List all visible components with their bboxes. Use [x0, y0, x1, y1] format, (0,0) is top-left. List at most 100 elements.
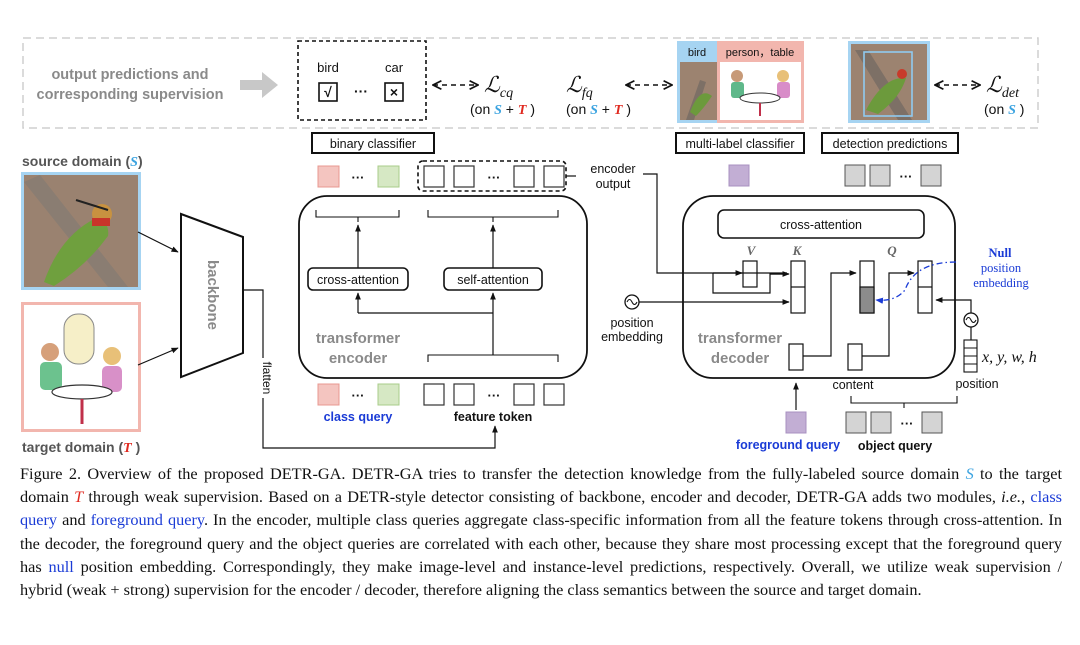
class-query-label: class query	[324, 410, 393, 424]
loss-cq: ℒcq	[484, 72, 513, 101]
foreground-content-vector	[788, 343, 804, 371]
null-embedding-label: embedding	[973, 276, 1029, 290]
Q-label: Q	[887, 243, 897, 258]
encoder-output-label-line1: encoder	[590, 162, 635, 176]
multilabel-classifier-label: multi-label classifier	[685, 137, 794, 151]
foreground-query-token	[785, 411, 807, 434]
transformer-encoder-block	[298, 195, 588, 379]
source-domain-image	[21, 172, 141, 290]
box-coordinates-vector	[963, 339, 978, 373]
encoder-self-attention	[443, 267, 543, 291]
null-label: Null	[989, 246, 1012, 260]
target-domain-label: target domain (T )	[22, 439, 140, 456]
caption-text: Figure 2. Overview of the proposed DETR-…	[20, 464, 966, 483]
svg-text:cross-attention: cross-attention	[317, 273, 399, 287]
detection-predictions-label: detection predictions	[833, 137, 948, 151]
feature-tokens: ···	[423, 383, 565, 406]
target-to-backbone-arrow	[137, 347, 179, 366]
class-car-label: car	[385, 60, 404, 75]
banner-title-line1: output predictions and	[51, 67, 208, 83]
class-output-token-green	[377, 165, 400, 188]
content-label: content	[832, 378, 874, 392]
binary-prediction-box: bird √ ··· car ×	[297, 40, 427, 121]
object-content-vector	[847, 343, 863, 371]
arrow-right-icon	[240, 72, 278, 98]
caption-link-class-query: class query	[20, 487, 1063, 530]
svg-text:···: ···	[900, 169, 913, 184]
object-output-tokens: ···	[844, 164, 942, 187]
checkbox-bird	[318, 82, 338, 102]
multilabel-prediction-images: bird person，table	[677, 41, 804, 123]
svg-text:···: ···	[352, 388, 365, 403]
architecture-figure: output predictions and corresponding sup…	[21, 37, 1039, 456]
backbone-block	[180, 212, 244, 379]
svg-text:self-attention: self-attention	[457, 273, 529, 287]
ellipsis: ···	[354, 83, 368, 99]
null-position-label: position	[981, 261, 1022, 275]
class-output-token-red	[317, 165, 340, 188]
decoder-cross-attention	[717, 209, 925, 239]
backbone-label: backbone	[204, 260, 221, 330]
caption-link-foreground-query: foreground query	[90, 510, 204, 530]
loss-det: ℒdet	[986, 72, 1020, 101]
foreground-output-token	[728, 164, 750, 187]
binary-classifier-label: binary classifier	[330, 137, 416, 151]
flatten-label: flatten	[260, 362, 274, 395]
svg-text:···: ···	[488, 388, 501, 403]
flatten-connector	[243, 289, 498, 449]
xywh-label: x, y, w, h	[981, 349, 1037, 366]
source-domain-label: source domain (S)	[22, 153, 143, 170]
detection-predictions-box	[821, 132, 959, 154]
multilabel-classifier-box	[675, 132, 805, 154]
figure-caption: Figure 2. Overview of the proposed DETR-…	[20, 464, 1063, 600]
encoder-output-label-line2: output	[596, 177, 631, 191]
decoder-title-line1: transformer	[698, 330, 782, 347]
encoder-to-V-connector	[643, 173, 743, 276]
null-embedding-arrow	[875, 261, 957, 304]
position-label: position	[955, 377, 998, 391]
position-embedding-label-line2: embedding	[601, 330, 663, 344]
loss-fq-domain: (on S + T )	[566, 101, 631, 118]
transformer-decoder-block	[682, 195, 956, 379]
target-domain-image	[21, 302, 141, 432]
caption-source-symbol: S	[965, 464, 974, 483]
loss-det-domain: (on S )	[984, 101, 1024, 118]
svg-text:···: ···	[488, 170, 501, 185]
banner-frame	[22, 37, 1039, 129]
checkbox-car	[384, 82, 404, 102]
K-label: K	[792, 243, 803, 258]
caption-link-null: null	[48, 556, 74, 576]
encoder-title-line1: transformer	[316, 330, 400, 347]
top-banner: output predictions and corresponding sup…	[22, 37, 1039, 129]
V-label: V	[747, 243, 757, 258]
foreground-query-label: foreground query	[736, 438, 840, 452]
svg-text:cross-attention: cross-attention	[780, 218, 862, 232]
source-to-backbone-arrow	[137, 231, 179, 253]
check-icon: √	[324, 84, 332, 100]
decoder-title-line2: decoder	[711, 350, 770, 367]
feature-token-label: feature token	[454, 410, 533, 424]
detection-prediction-image	[848, 41, 930, 123]
position-embedding-label-line1: position	[610, 316, 653, 330]
class-query-token-red	[317, 383, 340, 406]
encoder-title-line2: encoder	[329, 350, 388, 367]
object-query-label: object query	[858, 439, 932, 453]
V-vector	[742, 260, 758, 288]
encoder-cross-attention	[307, 267, 409, 291]
object-query-tokens: ···	[845, 411, 943, 434]
class-bird-label: bird	[317, 60, 339, 75]
loss-cq-domain: (on S + T )	[470, 101, 535, 118]
tag-person-table: person，table	[726, 47, 795, 59]
binary-classifier-box	[311, 132, 435, 154]
banner-title-line2: corresponding supervision	[37, 87, 224, 103]
class-query-token-green	[377, 383, 400, 406]
null-position-slot	[859, 286, 875, 314]
cross-icon: ×	[390, 84, 398, 100]
caption-target-symbol: T	[74, 487, 84, 507]
bounding-box	[863, 51, 913, 117]
svg-text:···: ···	[901, 416, 914, 431]
encoder-output-tokens: ···	[423, 165, 565, 188]
ellipsis: ···	[352, 170, 365, 185]
tag-bird: bird	[688, 47, 706, 59]
loss-fq: ℒfq	[566, 72, 593, 101]
